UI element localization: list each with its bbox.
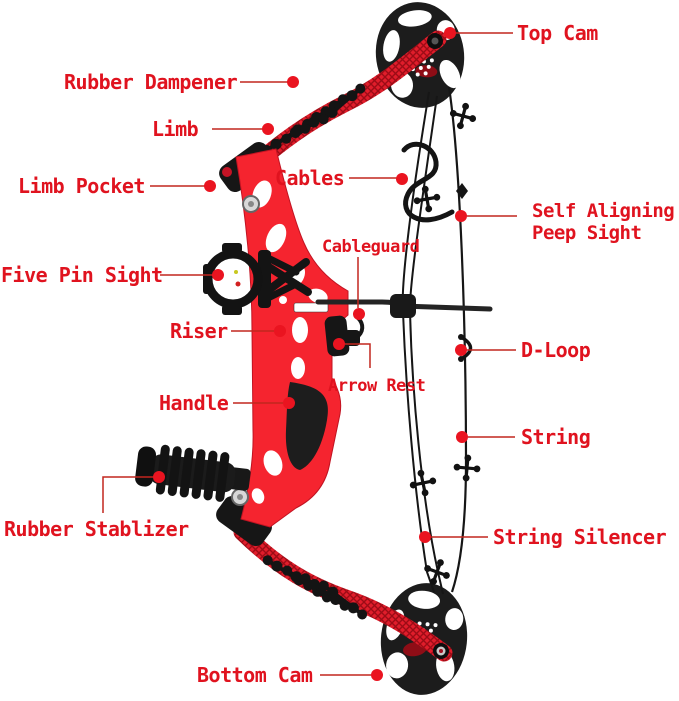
dot-arrow-rest [333, 338, 345, 350]
dot-string-silencer [419, 531, 431, 543]
dot-limb [262, 123, 274, 135]
five-pin-sight-part [203, 243, 300, 315]
label-rubber-stablizer: Rubber Stablizer [4, 517, 189, 541]
dot-string [456, 431, 468, 443]
label-riser: Riser [170, 319, 228, 343]
label-peep-sight-line2: Peep Sight [532, 222, 642, 244]
label-cables: Cables [275, 166, 345, 190]
dot-bottom-cam [371, 669, 383, 681]
label-arrow-rest: Arrow Rest [328, 376, 426, 396]
label-peep-sight: Self Aligning Peep Sight [532, 200, 675, 244]
dot-handle [283, 397, 295, 409]
strings-part [401, 86, 468, 595]
dot-cableguard [353, 308, 365, 320]
label-string: String [521, 425, 591, 449]
dot-d-loop [455, 344, 467, 356]
lower-limb-part [233, 523, 453, 662]
label-peep-sight-line1: Self Aligning [532, 200, 675, 222]
cable-slide [390, 294, 416, 318]
dot-riser [274, 325, 286, 337]
label-five-pin-sight: Five Pin Sight [1, 263, 163, 287]
label-d-loop: D-Loop [521, 338, 591, 362]
dot-limb-pocket [204, 180, 216, 192]
dot-five-pin-sight [212, 269, 224, 281]
bottom-limb-pocket-part [216, 495, 272, 547]
label-rubber-dampener: Rubber Dampener [64, 70, 238, 94]
label-top-cam: Top Cam [517, 21, 598, 45]
callout-dots [153, 27, 468, 681]
dot-rubber-dampener [287, 76, 299, 88]
dot-rubber-stablizer [153, 471, 165, 483]
label-string-silencer: String Silencer [493, 525, 667, 549]
cam-axles-part [427, 33, 449, 659]
arrow-rest-part [324, 315, 365, 357]
label-cableguard: Cableguard [322, 237, 420, 257]
cableguard-part [315, 294, 493, 318]
peep-sight-tube-part [401, 141, 468, 223]
dot-peep-sight [455, 210, 467, 222]
label-bottom-cam: Bottom Cam [197, 663, 313, 687]
label-limb-pocket: Limb Pocket [18, 174, 145, 198]
dot-top-cam [444, 27, 456, 39]
handle-grip-part [285, 382, 328, 470]
d-loop-part [458, 334, 473, 362]
dot-cables [396, 173, 408, 185]
label-limb: Limb [152, 117, 199, 141]
peep-sight-knot [456, 183, 468, 199]
riser-badge [293, 302, 329, 313]
riser-x-bracket [260, 258, 312, 296]
leader-lines [102, 32, 517, 676]
label-handle: Handle [159, 391, 229, 415]
